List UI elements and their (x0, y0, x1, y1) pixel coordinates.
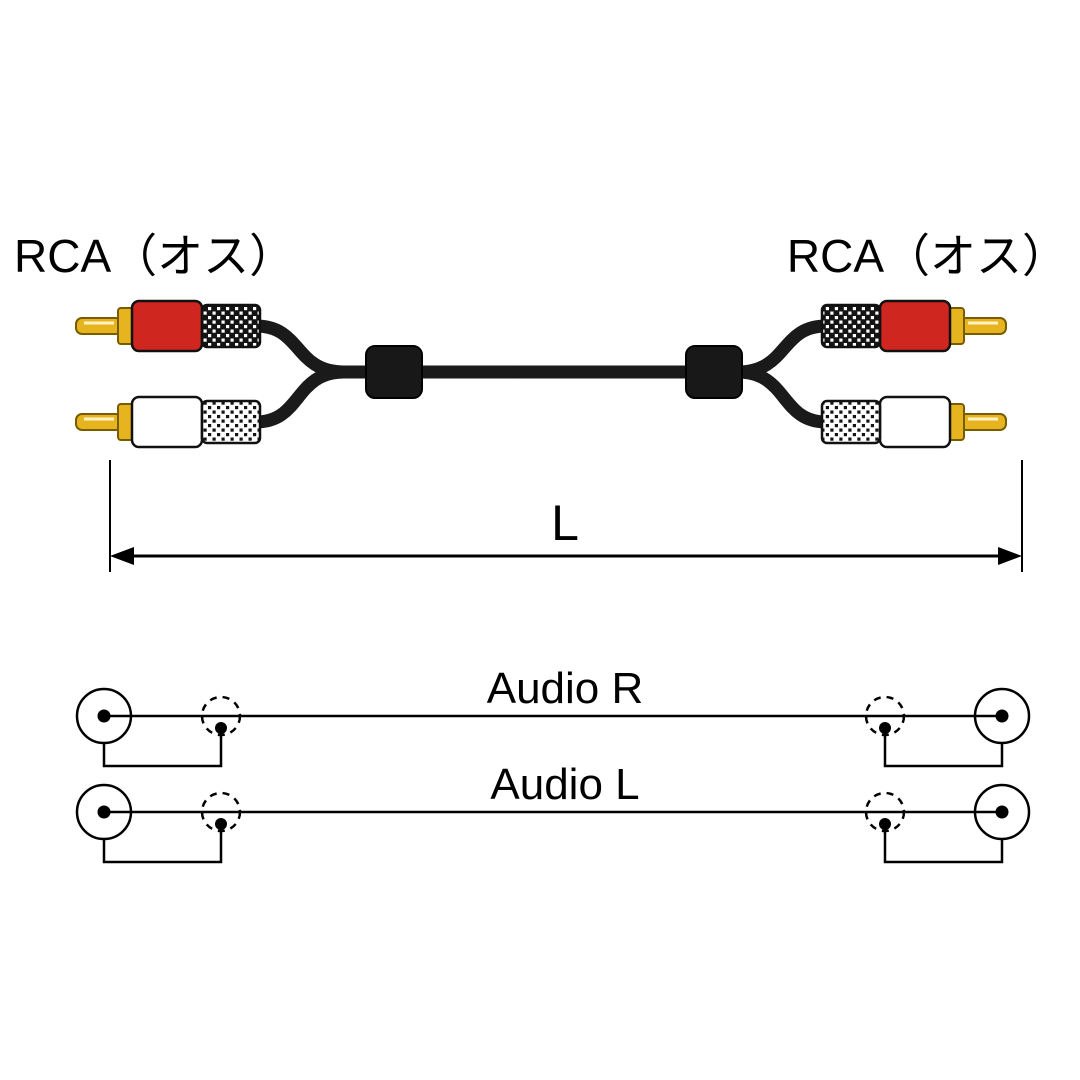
cable-right-curves (510, 319, 833, 429)
label-length: L (551, 495, 579, 551)
pin-white-left (75, 413, 123, 431)
grip-red-right (820, 303, 882, 349)
pin-contact-right (995, 709, 1009, 723)
schematic-audio-l (75, 783, 1031, 864)
cable-left-bottom (249, 365, 572, 429)
pin-contact-left (97, 709, 111, 723)
body-white-right (878, 395, 952, 449)
pin-contact-right (995, 805, 1009, 819)
label-rca-left: RCA（オス） (14, 230, 295, 282)
pin-red-left (75, 317, 123, 335)
cable-left-curves (249, 319, 572, 429)
cable-right-bottom (510, 365, 833, 429)
label-audio-l: Audio L (490, 760, 639, 809)
grip-white-right (820, 399, 882, 445)
schematic-audio-r (75, 687, 1031, 768)
body-red-right (878, 299, 952, 353)
rca-plugs-right (820, 299, 1007, 449)
grip-white-left (200, 399, 262, 445)
label-rca-right: RCA（オス） (787, 230, 1068, 282)
ground-link-right (883, 728, 1004, 768)
rca-plug-white-right (820, 395, 1007, 449)
ground-link-left (102, 728, 223, 768)
arrowhead-right-icon (998, 547, 1022, 565)
ground-link-left (102, 824, 223, 864)
pin-white-right (959, 413, 1007, 431)
ferrite-bead-left (365, 345, 423, 399)
ferrite-bead-right (685, 345, 743, 399)
rca-plug-red-left (75, 299, 262, 353)
cable-right-top (510, 319, 833, 379)
body-red-left (130, 299, 204, 353)
pin-red-right (959, 317, 1007, 335)
body-white-left (130, 395, 204, 449)
grip-red-left (200, 303, 262, 349)
rca-plugs-left (75, 299, 262, 449)
rca-plug-red-right (820, 299, 1007, 353)
dimension-length (109, 460, 1023, 572)
ground-link-right (883, 824, 1004, 864)
pin-contact-left (97, 805, 111, 819)
arrowhead-left-icon (110, 547, 134, 565)
label-audio-r: Audio R (487, 664, 644, 713)
rca-plug-white-left (75, 395, 262, 449)
